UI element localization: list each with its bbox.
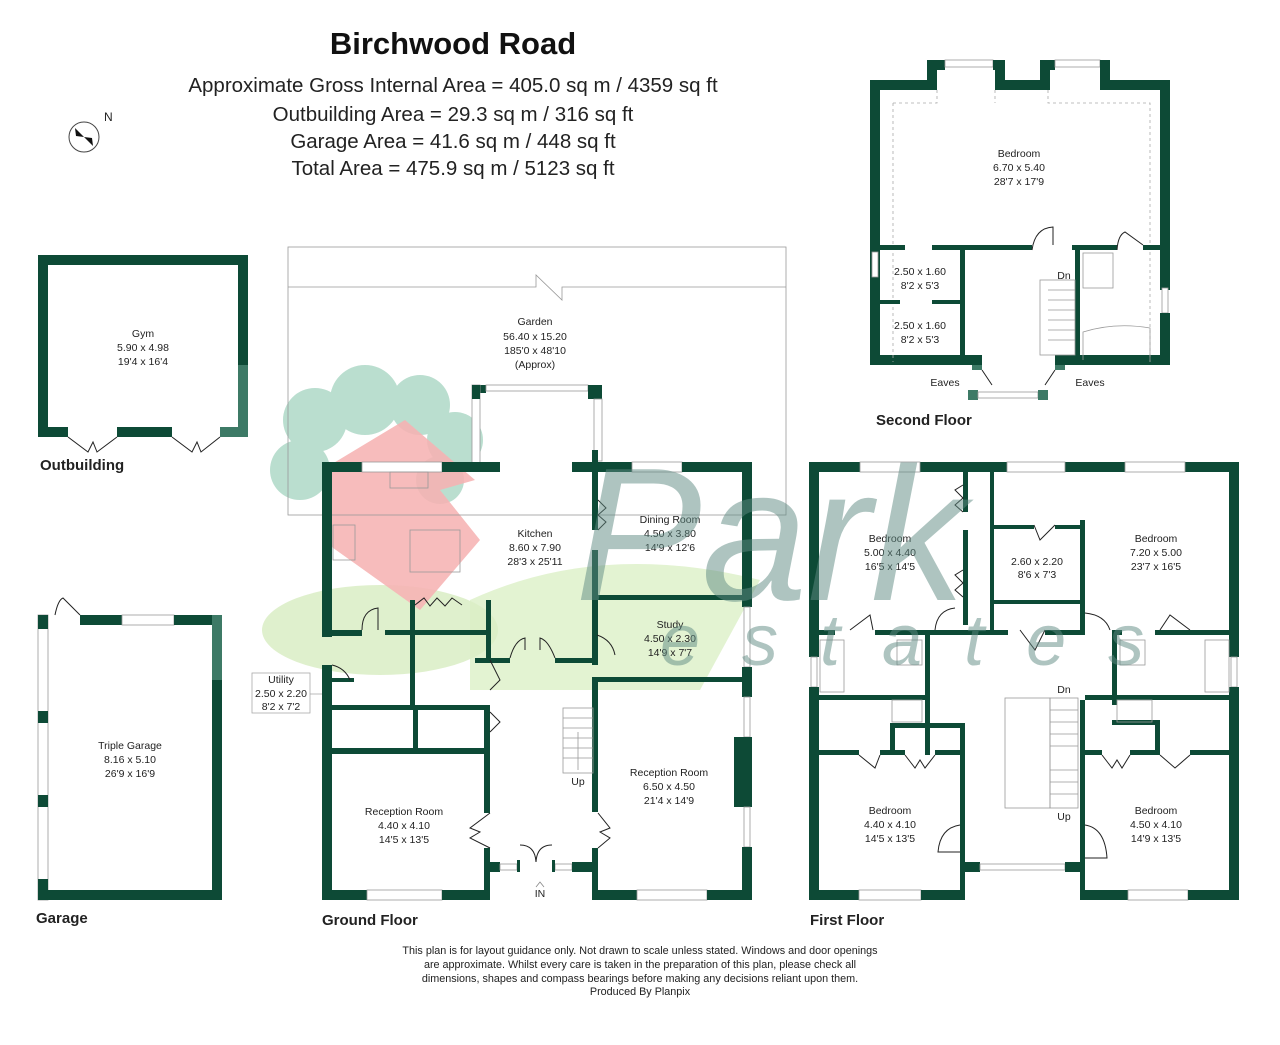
property-title: Birchwood Road xyxy=(329,26,577,61)
kitchen-imperial: 28'3 x 25'11 xyxy=(507,556,562,568)
outbuilding-label: Outbuilding xyxy=(40,457,125,474)
dining-room-metric: 4.50 x 3.80 xyxy=(644,528,696,540)
garden-note: (Approx) xyxy=(515,359,555,371)
garden-label: Garden xyxy=(517,316,552,328)
utility-imperial: 8'2 x 7'2 xyxy=(262,701,301,713)
garage-metric: 8.16 x 5.10 xyxy=(104,754,156,766)
reception-left-name: Reception Room xyxy=(365,806,443,818)
reception-left-metric: 4.40 x 4.10 xyxy=(378,820,430,832)
ff-dressing-imperial: 8'6 x 7'3 xyxy=(1018,569,1057,581)
outbuilding-plan xyxy=(38,255,248,453)
disclaimer-line: This plan is for layout guidance only. N… xyxy=(402,945,878,957)
ff-stairs-up-label: Up xyxy=(1057,811,1071,823)
producer-credit: Produced By Planpix xyxy=(589,986,691,999)
ff-bedroom3-name: Bedroom xyxy=(869,805,912,817)
sf-eaves-right-label: Eaves xyxy=(1075,377,1104,389)
garage-imperial: 26'9 x 16'9 xyxy=(105,768,155,780)
reception-left-imperial: 14'5 x 13'5 xyxy=(379,834,429,846)
first-floor-plan xyxy=(809,461,1239,901)
garage-name: Triple Garage xyxy=(98,740,162,752)
outbuilding-area: Outbuilding Area = 29.3 sq m / 316 sq ft xyxy=(272,103,634,126)
first-floor-label: First Floor xyxy=(810,912,885,929)
sf-storage2-metric: 2.50 x 1.60 xyxy=(894,320,946,332)
dining-room-imperial: 14'9 x 12'6 xyxy=(645,542,695,554)
watermark-text: Park estates xyxy=(575,429,1186,681)
gym-name: Gym xyxy=(132,328,154,340)
ff-dressing-metric: 2.60 x 2.20 xyxy=(1011,556,1063,568)
study-metric: 4.50 x 2.30 xyxy=(644,633,696,645)
utility-metric: 2.50 x 2.20 xyxy=(255,688,307,700)
gym-metric: 5.90 x 4.98 xyxy=(117,342,169,354)
reception-right-name: Reception Room xyxy=(630,767,708,779)
garden-metric: 56.40 x 15.20 xyxy=(503,331,567,343)
compass-north-label: N xyxy=(104,110,113,124)
garage-label: Garage xyxy=(36,910,88,927)
sf-stairs-down-label: Dn xyxy=(1057,270,1071,282)
ff-bedroom3-metric: 4.40 x 4.10 xyxy=(864,819,916,831)
ff-bedroom4-imperial: 14'9 x 13'5 xyxy=(1131,833,1181,845)
reception-right-metric: 6.50 x 4.50 xyxy=(643,781,695,793)
ff-bedroom2-metric: 7.20 x 5.00 xyxy=(1130,547,1182,559)
study-name: Study xyxy=(657,619,685,631)
disclaimer-line: are approximate. Whilst every care is ta… xyxy=(423,958,857,971)
sf-bedroom-imperial: 28'7 x 17'9 xyxy=(994,176,1044,188)
disclaimer-line: dimensions, shapes and compass bearings … xyxy=(421,972,859,985)
second-floor-plan xyxy=(870,59,1170,400)
ground-floor-plan xyxy=(322,384,752,901)
ff-bedroom4-metric: 4.50 x 4.10 xyxy=(1130,819,1182,831)
ff-bedroom1-imperial: 16'5 x 14'5 xyxy=(865,561,915,573)
svg-text:Park: Park xyxy=(575,429,974,641)
garage-area: Garage Area = 41.6 sq m / 448 sq ft xyxy=(290,130,616,153)
garden-imperial: 185'0 x 48'10 xyxy=(504,345,566,357)
sf-storage2-imperial: 8'2 x 5'3 xyxy=(901,334,940,346)
ff-bedroom4-name: Bedroom xyxy=(1135,805,1178,817)
sf-eaves-left-label: Eaves xyxy=(930,377,959,389)
disclaimer: This plan is for layout guidance only. N… xyxy=(340,945,940,1000)
ground-floor-label: Ground Floor xyxy=(322,912,418,929)
ground-stairs-up-label: Up xyxy=(571,776,585,788)
kitchen-name: Kitchen xyxy=(517,528,552,540)
compass-icon: N xyxy=(68,110,113,153)
kitchen-metric: 8.60 x 7.90 xyxy=(509,542,561,554)
garden-outline xyxy=(287,246,787,516)
ff-bedroom3-imperial: 14'5 x 13'5 xyxy=(865,833,915,845)
ff-bedroom2-imperial: 23'7 x 16'5 xyxy=(1131,561,1181,573)
gym-imperial: 19'4 x 16'4 xyxy=(118,356,168,368)
garage-plan xyxy=(37,597,222,901)
ff-bedroom1-name: Bedroom xyxy=(869,533,912,545)
ff-stairs-down-label: Dn xyxy=(1057,684,1071,696)
entrance-label: IN xyxy=(535,888,546,900)
utility-label-box xyxy=(251,672,311,714)
svg-text:estates: estates xyxy=(660,601,1186,681)
total-area: Total Area = 475.9 sq m / 5123 sq ft xyxy=(291,157,615,180)
sf-storage1-metric: 2.50 x 1.60 xyxy=(894,266,946,278)
reception-right-imperial: 21'4 x 14'9 xyxy=(644,795,694,807)
sf-bedroom-name: Bedroom xyxy=(998,148,1041,160)
dining-room-name: Dining Room xyxy=(640,514,701,526)
sf-storage1-imperial: 8'2 x 5'3 xyxy=(901,280,940,292)
utility-name: Utility xyxy=(268,674,294,686)
gross-internal-area: Approximate Gross Internal Area = 405.0 … xyxy=(188,74,718,97)
study-imperial: 14'9 x 7'7 xyxy=(648,647,692,659)
second-floor-label: Second Floor xyxy=(876,412,972,429)
ff-bedroom1-metric: 5.00 x 4.40 xyxy=(864,547,916,559)
ff-bedroom2-name: Bedroom xyxy=(1135,533,1178,545)
sf-bedroom-metric: 6.70 x 5.40 xyxy=(993,162,1045,174)
